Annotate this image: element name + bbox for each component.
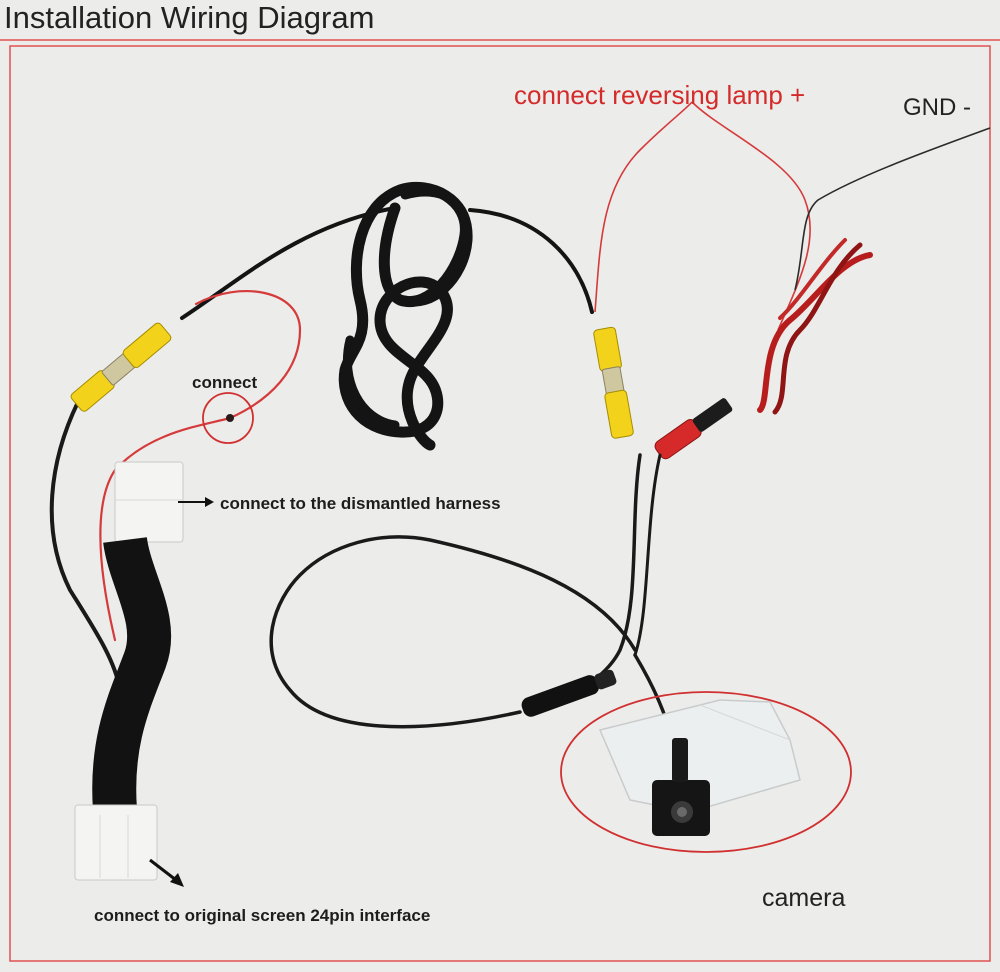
connect-point	[226, 414, 234, 422]
power-lead	[757, 238, 873, 415]
label-dismantled-harness: connect to the dismantled harness	[220, 494, 501, 513]
reversing-lamp-wires	[594, 101, 812, 331]
gnd-wire	[794, 127, 991, 291]
harness-connector-bottom	[74, 804, 158, 881]
red-power-plug	[654, 398, 733, 460]
label-gnd: GND -	[903, 94, 971, 121]
inline-junction	[521, 669, 617, 717]
label-connect: connect	[192, 373, 258, 392]
camera-assembly	[598, 699, 801, 836]
label-camera: camera	[762, 884, 846, 912]
left-video-wire	[49, 400, 122, 692]
right-rca-connector	[593, 326, 634, 439]
harness-cable	[92, 536, 172, 812]
diagram-frame	[0, 39, 1000, 962]
extension-cable	[180, 181, 594, 451]
camera-loop-wire	[269, 535, 637, 729]
page-title: Installation Wiring Diagram	[4, 0, 375, 35]
camera-ellipse	[560, 691, 852, 853]
left-rca-connector	[70, 322, 172, 412]
harness-connector-top	[114, 461, 184, 543]
label-reversing-lamp: connect reversing lamp +	[514, 80, 806, 110]
arrow-icon	[178, 497, 214, 507]
connect-point-circle	[202, 392, 254, 444]
arrow-icon	[149, 858, 184, 887]
label-original-screen: connect to original screen 24pin interfa…	[94, 906, 431, 925]
